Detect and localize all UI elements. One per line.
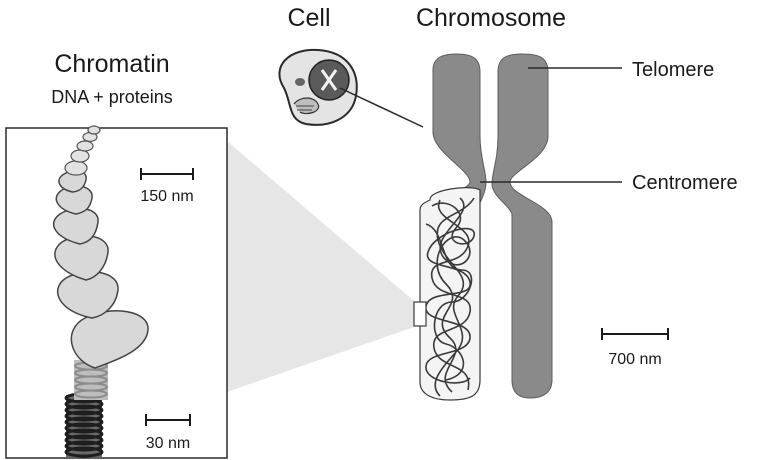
chromatin-subtitle: DNA + proteins	[51, 87, 173, 107]
chromatin-tangle	[413, 187, 481, 401]
scale-bar-30nm: 30 nm	[145, 414, 191, 452]
chromatin-top-fibre	[64, 125, 101, 176]
cell-to-chromosome-line	[339, 87, 424, 128]
scale-bar-150nm: 150 nm	[140, 168, 194, 205]
cell-title: Cell	[287, 4, 330, 32]
scale-label-150nm: 150 nm	[140, 188, 193, 205]
scale-label-700nm: 700 nm	[608, 351, 661, 368]
magnification-projection	[227, 141, 414, 392]
magnified-region-marker	[413, 301, 427, 327]
chromatin-title: Chromatin	[54, 50, 169, 78]
centromere-label: Centromere	[632, 172, 738, 194]
chromosome-title: Chromosome	[416, 4, 566, 32]
chromatin-panel: Chromatin DNA + proteins 150 nm 30 nm	[5, 50, 228, 459]
chromosome-drawing: Chromosome Telomere Centromere	[413, 4, 738, 401]
telomere-label: Telomere	[632, 59, 714, 81]
scale-bar-700nm: 700 nm	[601, 328, 669, 368]
chromatin-coils	[53, 169, 149, 369]
cell-drawing: Cell	[278, 4, 424, 128]
scale-label-30nm: 30 nm	[146, 435, 190, 452]
